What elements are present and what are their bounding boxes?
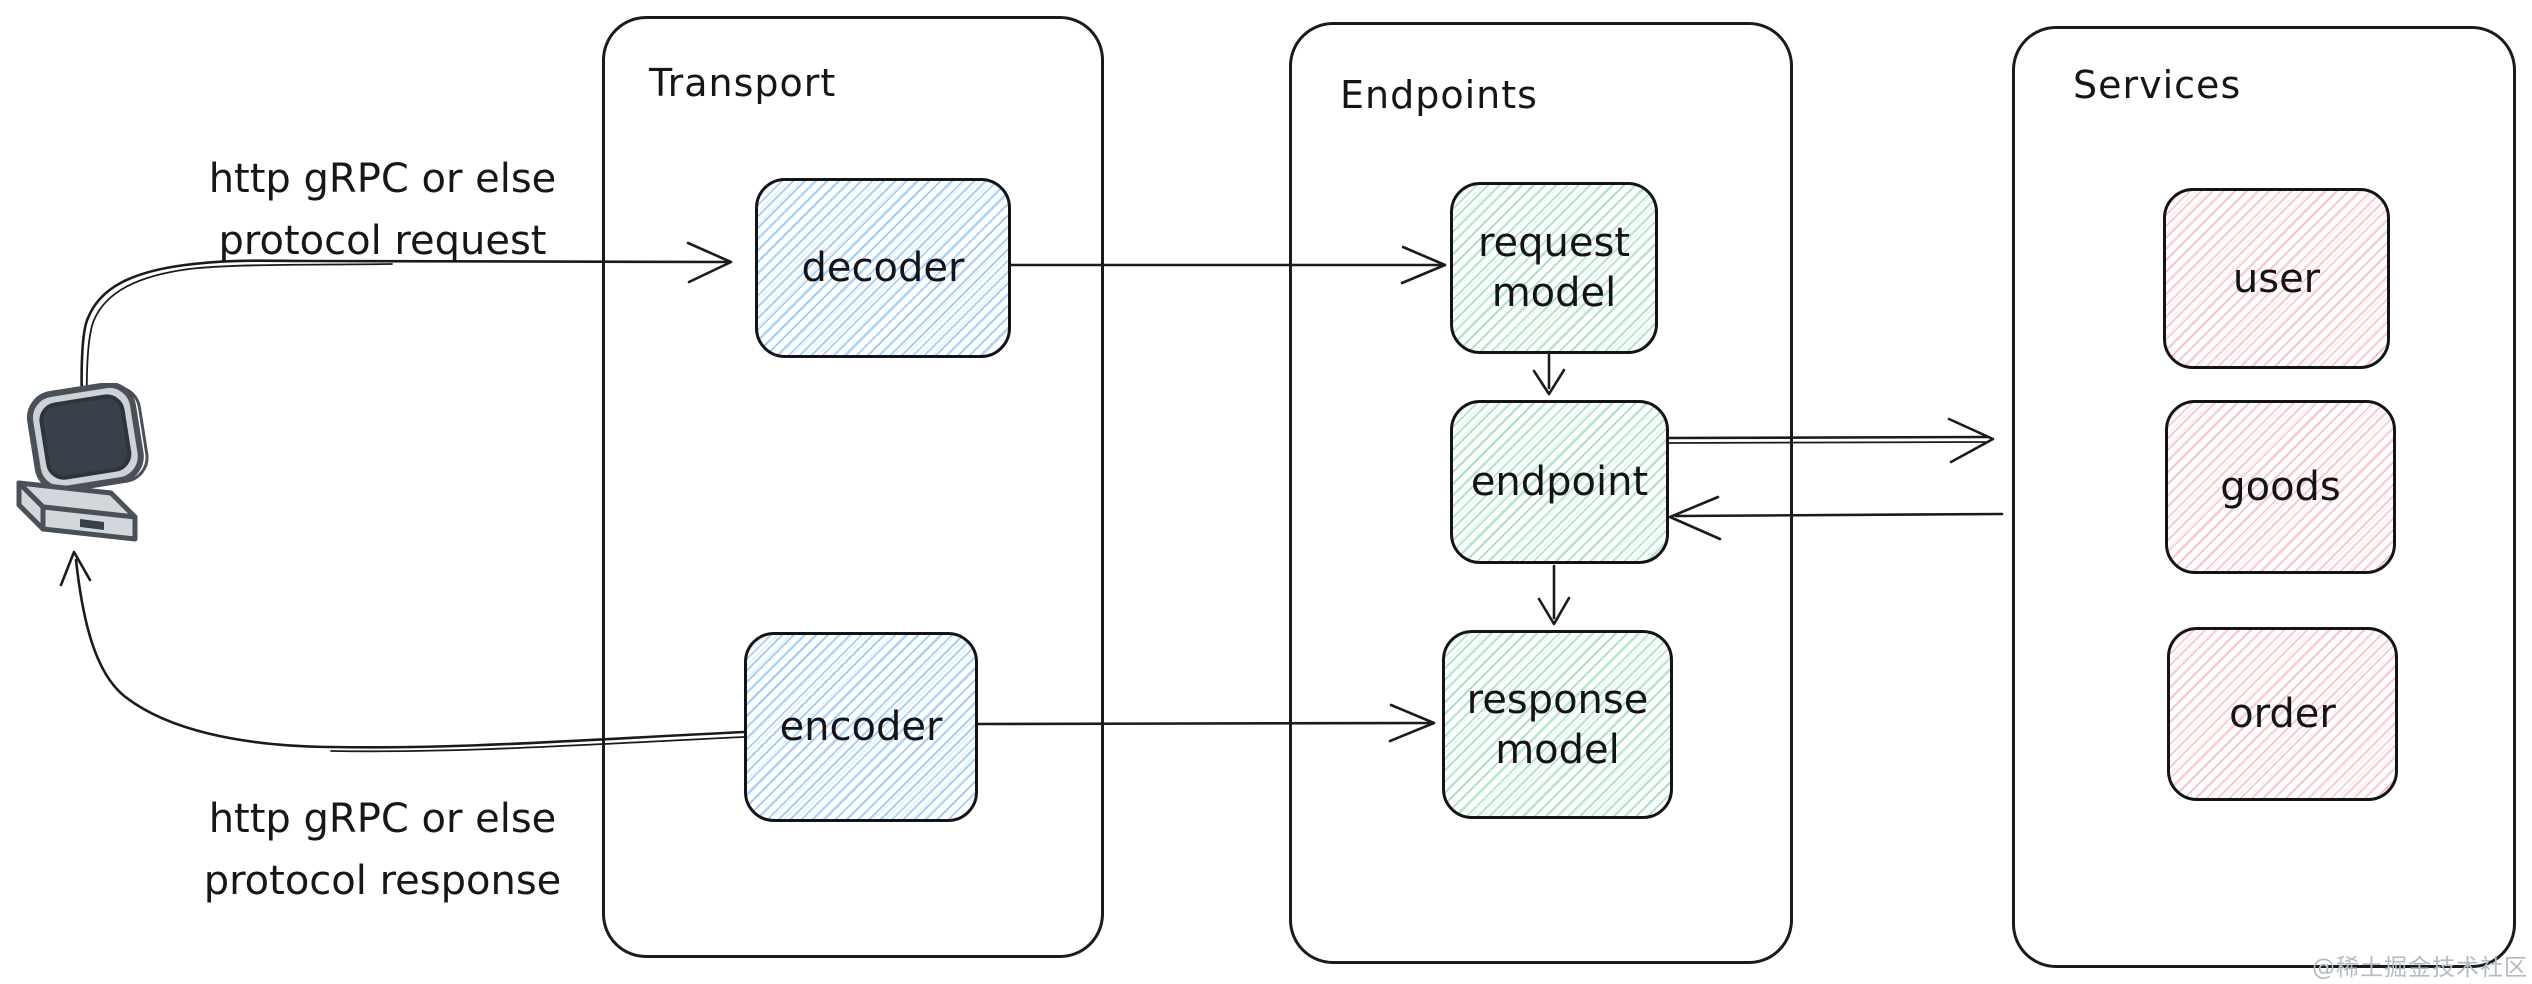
request-arrow-line-double	[85, 263, 393, 429]
request-protocol-label-line2: protocol request	[218, 218, 547, 264]
node-request-model: request model	[1450, 182, 1658, 354]
computer-base-slot	[80, 519, 104, 530]
endpoint-to-services-arrowhead	[1947, 417, 1995, 464]
computer-base-left	[16, 480, 46, 532]
node-order: order	[2167, 627, 2398, 801]
node-endpoint: endpoint	[1450, 400, 1669, 564]
container-services-title: Services	[2073, 63, 2242, 107]
node-decoder: decoder	[755, 178, 1011, 358]
response-protocol-label: http gRPC or else protocol response	[190, 788, 575, 912]
container-transport-title: Transport	[649, 61, 837, 105]
node-response-model-line2: model	[1495, 726, 1620, 773]
node-decoder-label: decoder	[801, 245, 965, 291]
response-protocol-label-line2: protocol response	[203, 858, 562, 904]
node-encoder-label: encoder	[779, 704, 943, 750]
node-response-model: response model	[1442, 630, 1673, 819]
node-goods: goods	[2165, 400, 2396, 574]
node-encoder: encoder	[744, 632, 978, 822]
container-endpoints: Endpoints	[1289, 22, 1793, 964]
container-endpoints-title: Endpoints	[1340, 73, 1538, 117]
computer-base-front	[40, 504, 138, 542]
node-request-model-line1: request	[1477, 220, 1631, 266]
request-protocol-label: http gRPC or else protocol request	[190, 148, 575, 272]
request-protocol-label-line1: http gRPC or else	[208, 156, 557, 202]
computer-icon	[16, 383, 149, 542]
watermark: @稀土掘金技术社区	[2312, 955, 2528, 981]
node-goods-label: goods	[2220, 464, 2341, 510]
response-arrowhead	[59, 550, 92, 587]
computer-monitor-outline	[35, 385, 149, 492]
computer-screen	[39, 394, 132, 480]
container-transport: Transport	[602, 16, 1104, 958]
node-request-model-line2: model	[1491, 270, 1617, 316]
node-order-label: order	[2229, 691, 2336, 737]
node-endpoint-label: endpoint	[1470, 459, 1649, 505]
computer-base-top	[16, 480, 138, 520]
node-user: user	[2163, 188, 2390, 369]
node-response-model-line1: response	[1466, 676, 1649, 723]
node-user-label: user	[2232, 255, 2321, 302]
response-protocol-label-line1: http gRPC or else	[208, 796, 557, 842]
container-services: Services	[2012, 26, 2516, 968]
computer-monitor	[26, 383, 144, 493]
